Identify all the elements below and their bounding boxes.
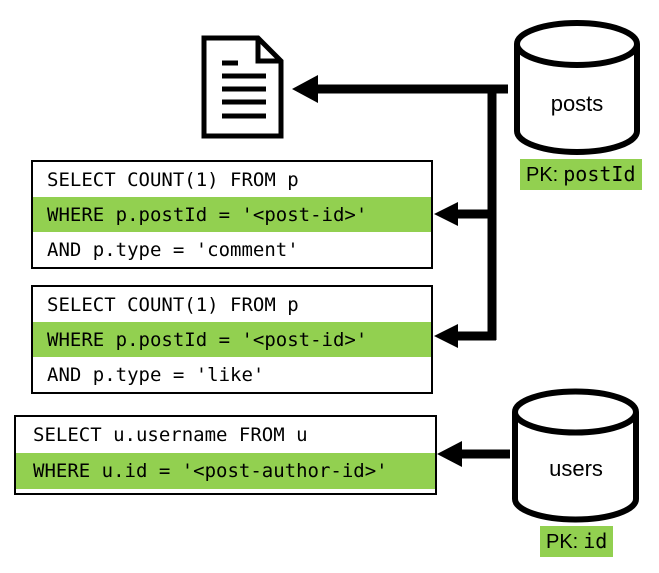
sql-line: SELECT COUNT(1) FROM p: [47, 168, 299, 191]
sql-line: SELECT u.username FROM u: [33, 424, 308, 446]
arrow-to-query-like: [434, 324, 496, 348]
arrow-users-to-query: [437, 441, 510, 467]
pk-field-name: postId: [563, 162, 636, 186]
arrow-to-query-comment: [434, 202, 496, 226]
query-box-like-count: SELECT COUNT(1) FROM p WHERE p.postId = …: [31, 285, 433, 394]
pk-field-name: id: [583, 529, 608, 553]
document-icon: [201, 35, 284, 139]
posts-database-icon: [514, 20, 640, 155]
sql-line: SELECT COUNT(1) FROM p: [47, 293, 299, 316]
query-box-comment-count: SELECT COUNT(1) FROM p WHERE p.postId = …: [31, 160, 433, 269]
arrow-posts-to-document: [292, 75, 508, 103]
users-pk-badge: PK: id: [540, 526, 614, 557]
sql-line-highlighted: WHERE u.id = '<post-author-id>': [16, 453, 435, 489]
pk-prefix-label: PK:: [546, 531, 579, 553]
users-database-icon: [512, 388, 639, 523]
sql-line-highlighted: WHERE p.postId = '<post-id>': [33, 197, 431, 232]
sql-line-highlighted: WHERE p.postId = '<post-id>': [33, 322, 431, 357]
sql-line: AND p.type = 'comment': [47, 238, 299, 261]
users-db-label: users: [549, 456, 603, 481]
query-box-username-lookup: SELECT u.username FROM u WHERE u.id = '<…: [14, 415, 437, 495]
sql-line: AND p.type = 'like': [47, 363, 265, 386]
posts-pk-badge: PK: postId: [520, 159, 642, 190]
pk-prefix-label: PK:: [526, 164, 559, 186]
posts-db-label: posts: [550, 91, 604, 116]
